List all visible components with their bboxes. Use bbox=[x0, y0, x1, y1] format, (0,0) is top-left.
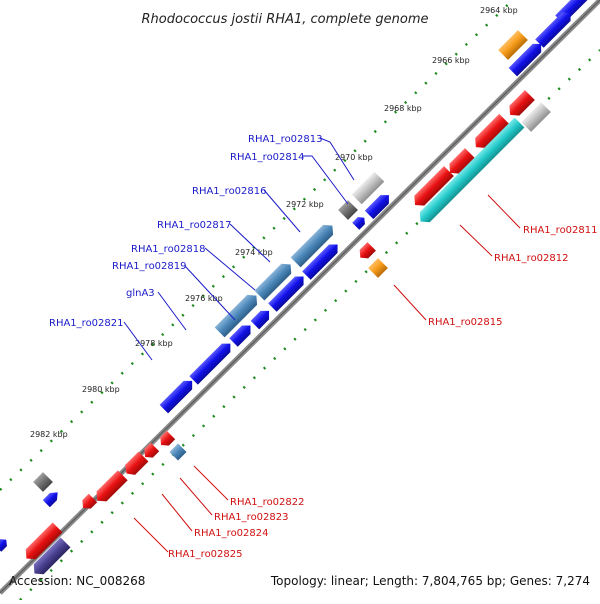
gene-label[interactable]: RHA1_ro02822 bbox=[230, 497, 305, 508]
accession-text: Accession: NC_008268 bbox=[9, 574, 146, 588]
reverse-gene-labels: RHA1_ro02811 RHA1_ro02812 RHA1_ro02815 R… bbox=[168, 225, 598, 560]
gene-label[interactable]: RHA1_ro02813 bbox=[248, 134, 323, 145]
forward-genes bbox=[0, 0, 592, 552]
forward-leader-lines bbox=[123, 137, 355, 361]
gene-label[interactable]: RHA1_ro02811 bbox=[523, 225, 598, 236]
gene-label[interactable]: glnA3 bbox=[126, 288, 155, 299]
tick-label: 2964 kbp bbox=[480, 6, 518, 15]
gene-label[interactable]: RHA1_ro02818 bbox=[131, 244, 206, 255]
gene-label[interactable]: RHA1_ro02824 bbox=[194, 528, 269, 539]
forward-gene-labels: RHA1_ro02813 RHA1_ro02814 RHA1_ro02816 R… bbox=[49, 134, 323, 329]
tick-label: 2978 kbp bbox=[135, 339, 173, 348]
tick-label: 2972 kbp bbox=[286, 200, 324, 209]
tick-label: 2980 kbp bbox=[82, 385, 120, 394]
gene-label[interactable]: RHA1_ro02817 bbox=[157, 220, 232, 231]
tick-label: 2970 kbp bbox=[335, 153, 373, 162]
gene-label[interactable]: RHA1_ro02814 bbox=[230, 152, 305, 163]
gene-label[interactable]: RHA1_ro02816 bbox=[192, 186, 267, 197]
tick-label: 2968 kbp bbox=[384, 104, 422, 113]
upper-ruler bbox=[0, 0, 515, 491]
ruler-tick-labels: 2964 kbp 2966 kbp 2968 kbp 2970 kbp 2972… bbox=[30, 6, 518, 439]
reverse-genes bbox=[25, 90, 551, 575]
gene-label[interactable]: RHA1_ro02819 bbox=[112, 261, 187, 272]
gene-label[interactable]: RHA1_ro02823 bbox=[214, 512, 289, 523]
tick-label: 2976 kbp bbox=[185, 294, 223, 303]
reverse-leader-lines bbox=[133, 194, 521, 553]
gene-label[interactable]: RHA1_ro02815 bbox=[428, 317, 503, 328]
gene-label[interactable]: RHA1_ro02821 bbox=[49, 318, 124, 329]
tick-label: 2974 kbp bbox=[235, 248, 273, 257]
tick-label: 2982 kbp bbox=[30, 430, 68, 439]
genome-title: Rhodococcus jostii RHA1, complete genome bbox=[142, 12, 429, 27]
gene-label[interactable]: RHA1_ro02812 bbox=[494, 253, 569, 264]
gene-label[interactable]: RHA1_ro02825 bbox=[168, 549, 243, 560]
genome-summary-text: Topology: linear; Length: 7,804,765 bp; … bbox=[270, 574, 590, 588]
tick-label: 2966 kbp bbox=[432, 56, 470, 65]
